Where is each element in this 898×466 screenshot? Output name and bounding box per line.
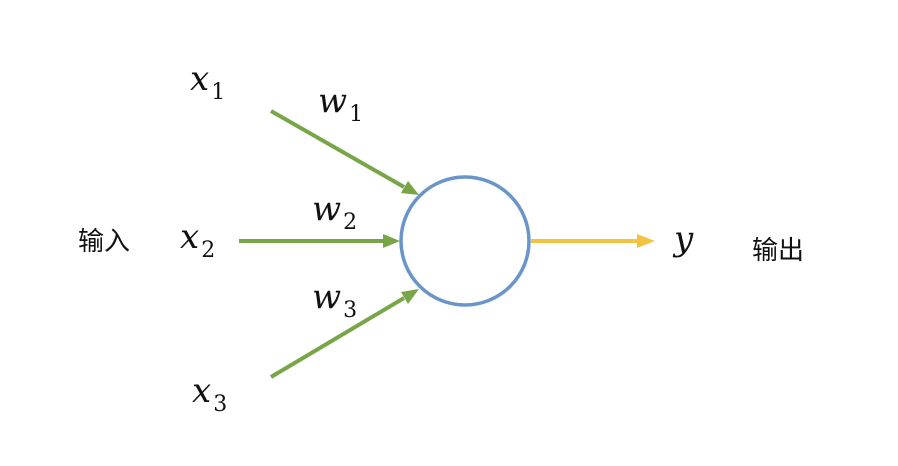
weight-w2: w2 [312,189,357,235]
output-label: 输出 [752,236,804,266]
neuron-node [399,175,531,307]
input-label: 输入 [78,227,130,257]
weight-w1: w1 [318,81,363,127]
output-arrow [531,234,655,248]
input-x1: x1 [190,59,225,105]
input-x3: x3 [192,371,227,417]
output-y: y [672,219,694,259]
input-x2: x2 [180,217,215,263]
input-arrow-3 [269,289,419,379]
input-arrow-2 [239,234,400,248]
weight-w3: w3 [312,277,357,323]
input-arrow-1 [270,109,419,195]
